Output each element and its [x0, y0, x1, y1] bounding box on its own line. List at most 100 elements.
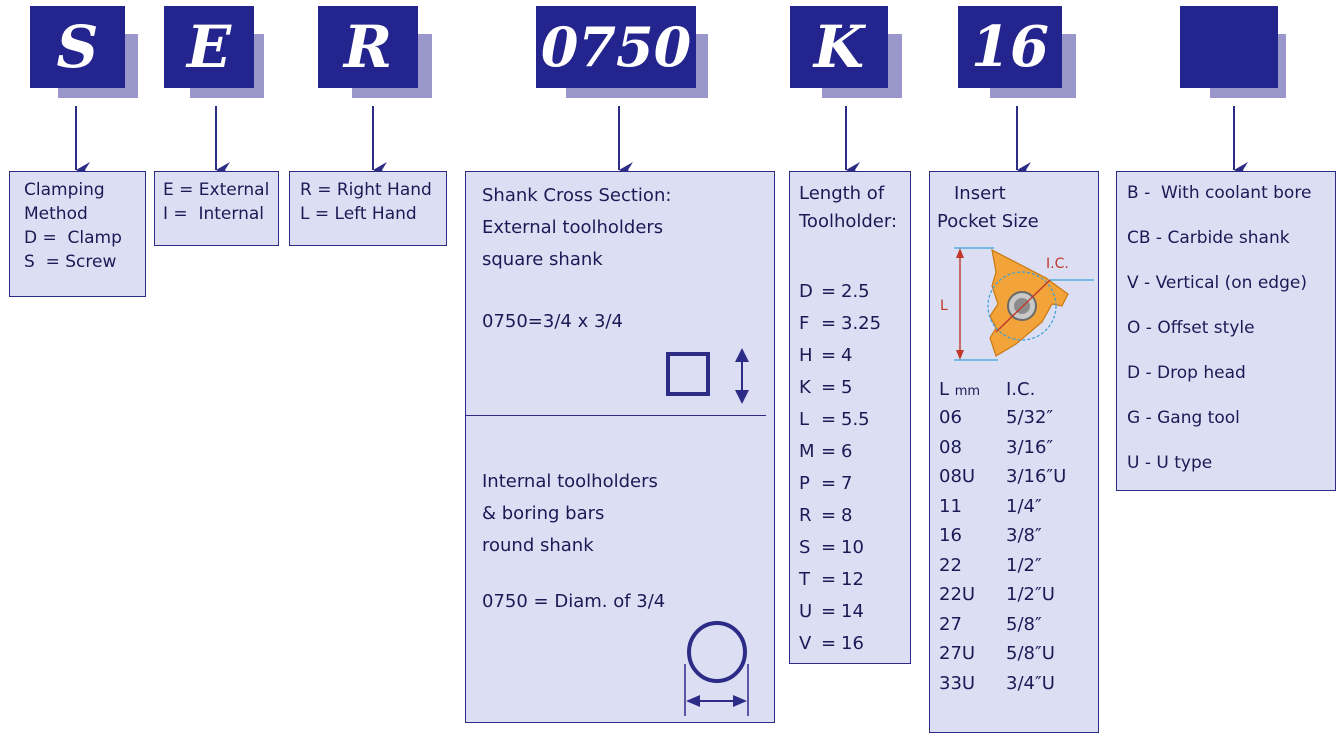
- insert-ic-value: 5/32″: [1006, 407, 1054, 428]
- code-letter-r: R: [318, 6, 418, 88]
- length-value: 6: [841, 441, 853, 462]
- clamping-option-s: S = Screw: [24, 252, 117, 272]
- shank-int-example: 0750 = Diam. of 3/4: [482, 591, 666, 612]
- clamping-title-line2: Method: [24, 204, 88, 224]
- length-code: R: [799, 505, 812, 526]
- equals-sign: =: [821, 441, 837, 462]
- hand-box: R = Right Hand L = Left Hand: [289, 171, 447, 246]
- option-item: B - With coolant bore: [1127, 183, 1312, 203]
- insert-l-value: 22U: [939, 584, 976, 605]
- clamping-option-d: D = Clamp: [24, 228, 122, 248]
- length-value: 5.5: [841, 409, 870, 430]
- insert-ic-value: 5/8″: [1006, 613, 1042, 635]
- length-code: F: [799, 313, 810, 334]
- insert-row: 27U 5/8″U: [939, 639, 1097, 669]
- insert-row: 08U 3/16″U: [939, 462, 1097, 492]
- insert-row: 22 1/2″: [939, 551, 1097, 581]
- insert-l-value: 27U: [939, 643, 976, 664]
- insert-ic-value: 1/2″: [1006, 554, 1042, 576]
- external-internal-box: E = External I = Internal: [154, 171, 279, 246]
- length-code: V: [799, 633, 812, 654]
- length-code: M: [799, 441, 815, 462]
- equals-sign: =: [821, 569, 837, 590]
- equals-sign: =: [821, 633, 837, 654]
- insert-row: 27 5/8″: [939, 610, 1097, 640]
- length-row: K=5: [799, 372, 909, 404]
- insert-ic-value: 5/8″U: [1006, 643, 1055, 664]
- insert-dimension-l: L: [940, 298, 948, 314]
- equals-sign: =: [821, 473, 837, 494]
- length-code: S: [799, 537, 811, 558]
- length-row: T =12: [799, 564, 909, 596]
- equals-sign: =: [821, 281, 837, 302]
- length-value: 4: [841, 345, 853, 366]
- shank-int-line3: round shank: [482, 535, 594, 556]
- equals-sign: =: [821, 505, 837, 526]
- length-value: 12: [841, 569, 864, 590]
- insert-header-ic: I.C.: [1006, 379, 1036, 400]
- insert-l-value: 27: [939, 613, 962, 635]
- insert-diagram: [954, 247, 1094, 361]
- insert-l-value: 22: [939, 554, 962, 576]
- clamping-method-box: Clamping Method D = Clamp S = Screw: [9, 171, 146, 297]
- insert-header-mm: mm: [954, 384, 981, 399]
- length-row: F=3.25: [799, 308, 909, 340]
- option-item: CB - Carbide shank: [1127, 228, 1290, 248]
- shank-divider: [466, 415, 766, 416]
- code-letter-k: K: [790, 6, 888, 88]
- code-blank: [1180, 6, 1278, 88]
- length-code: L: [799, 409, 810, 430]
- hand-option-r: R = Right Hand: [300, 180, 432, 200]
- insert-ic-value: 3/16″U: [1006, 466, 1067, 487]
- option-item: V - Vertical (on edge): [1127, 273, 1307, 293]
- insert-l-value: 16: [939, 525, 962, 546]
- length-value: 7: [841, 473, 853, 494]
- length-code: H: [799, 345, 813, 366]
- length-code: D: [799, 281, 813, 302]
- shank-ext-line3: square shank: [482, 249, 603, 270]
- insert-l-value: 06: [939, 407, 962, 428]
- length-row: R =8: [799, 500, 909, 532]
- length-row: L =5.5: [799, 404, 909, 436]
- insert-l-value: 11: [939, 495, 962, 517]
- insert-ic-value: 3/16″: [1006, 436, 1054, 458]
- code-letter-s: S: [30, 6, 125, 88]
- length-row: D =2.5: [799, 276, 909, 308]
- round-shank-icon: [684, 621, 749, 716]
- insert-header-l: L: [939, 379, 950, 400]
- shank-ext-line1: Shank Cross Section:: [482, 185, 672, 206]
- length-code: T: [799, 569, 810, 590]
- hand-option-l: L = Left Hand: [300, 204, 417, 224]
- length-title-line2: Toolholder:: [799, 211, 898, 232]
- insert-title-line2: Pocket Size: [937, 211, 1039, 232]
- insert-l-value: 08U: [939, 466, 976, 487]
- ext-int-option-e: E = External: [163, 180, 270, 200]
- length-value: 10: [841, 537, 864, 558]
- code-letter-e: E: [164, 6, 254, 88]
- length-code: U: [799, 601, 813, 622]
- insert-row: 06 5/32″: [939, 403, 1097, 433]
- length-row: P=7: [799, 468, 909, 500]
- equals-sign: =: [821, 409, 837, 430]
- length-value: 8: [841, 505, 853, 526]
- length-row: U=14: [799, 596, 909, 628]
- insert-l-value: 33U: [939, 672, 976, 694]
- length-value: 2.5: [841, 281, 870, 302]
- length-row: H=4: [799, 340, 909, 372]
- square-shank-icon: [666, 348, 749, 404]
- insert-ic-value: 1/4″: [1006, 495, 1042, 517]
- option-item: U - U type: [1127, 453, 1213, 473]
- equals-sign: =: [821, 537, 837, 558]
- clamping-title-line1: Clamping: [24, 180, 105, 200]
- equals-sign: =: [821, 377, 837, 398]
- equals-sign: =: [821, 313, 837, 334]
- shank-ext-line2: External toolholders: [482, 217, 664, 238]
